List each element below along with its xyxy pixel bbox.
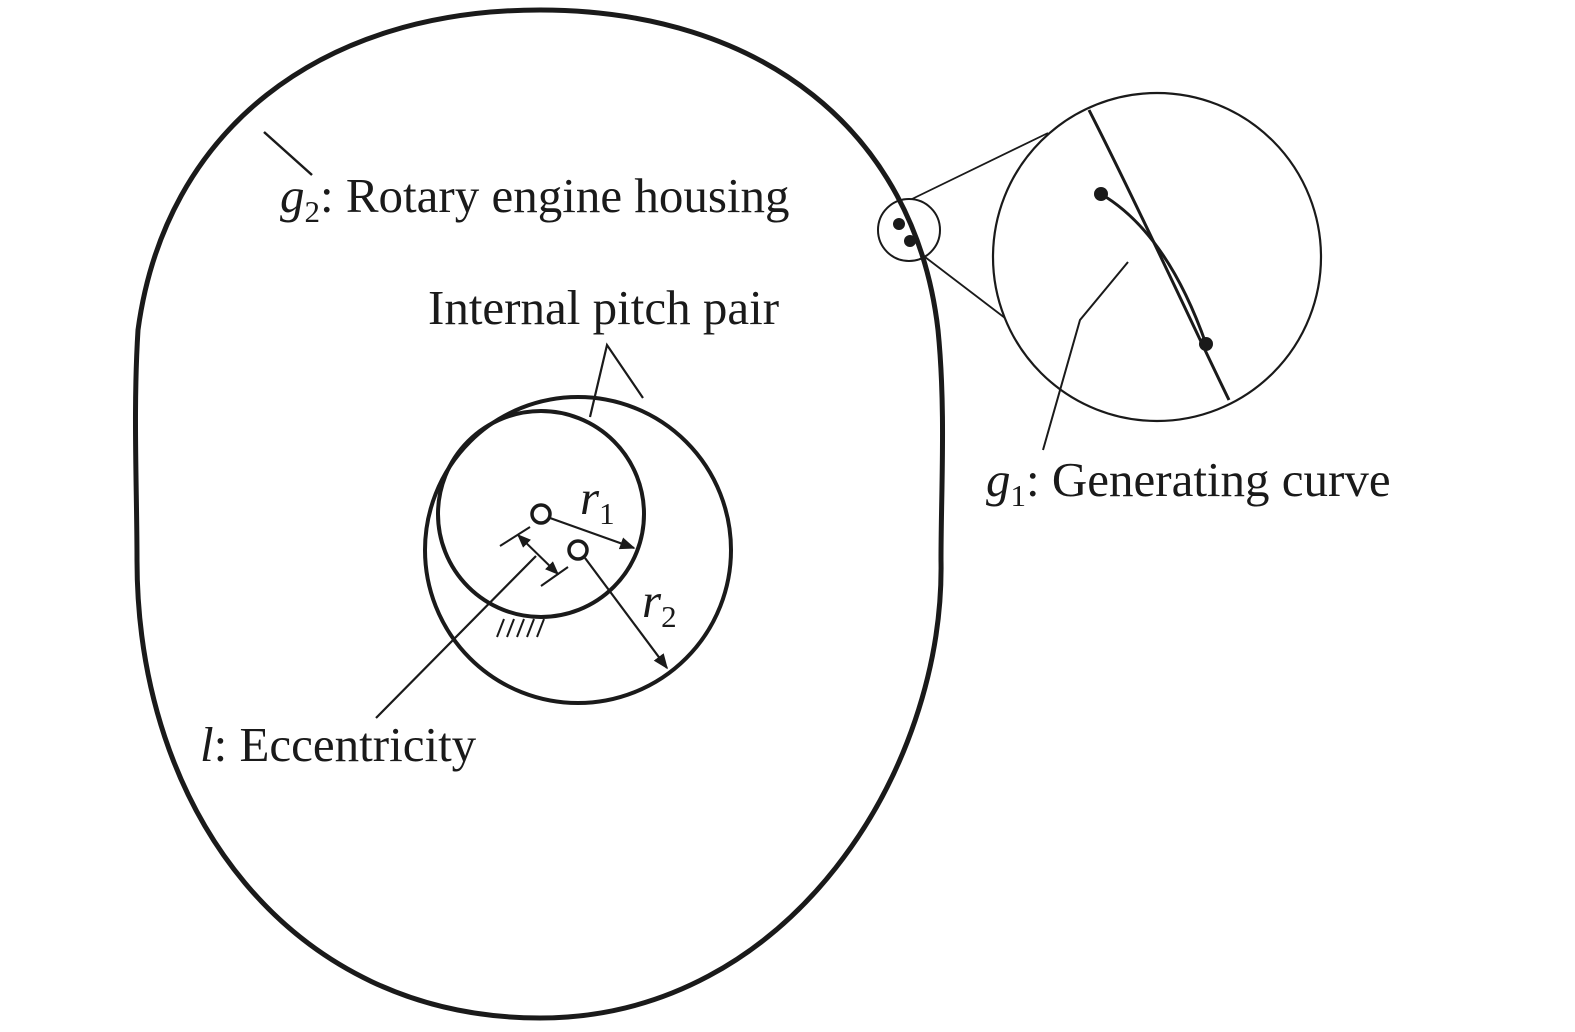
radius-r2-arrow xyxy=(584,557,668,670)
eccentricity-leader-line xyxy=(375,555,537,719)
housing-label: g2: Rotary engine housing xyxy=(280,168,790,229)
magnified-view-circle xyxy=(991,91,1323,423)
r1-label: r1 xyxy=(580,470,615,531)
eccentricity-label: l: Eccentricity xyxy=(200,717,477,772)
zoom-connector-bottom xyxy=(924,256,1006,319)
center-small-circle xyxy=(530,503,552,525)
pitch-pair-leader-line xyxy=(588,342,644,418)
zoom-source-circle xyxy=(877,198,941,262)
housing-outline xyxy=(132,7,946,1021)
pitch-circle-large xyxy=(423,395,733,705)
housing-point-b xyxy=(904,235,916,247)
ground-hatch xyxy=(496,618,545,638)
zoom-connector-top xyxy=(911,132,1049,200)
housing-point-a xyxy=(893,218,905,230)
generating-curve-label: g1: Generating curve xyxy=(986,452,1391,513)
magnified-generating-curve xyxy=(1100,192,1208,345)
r2-label: r2 xyxy=(642,573,677,634)
generating-curve-end-point xyxy=(1199,337,1213,351)
generating-curve-start-point xyxy=(1094,187,1108,201)
eccentricity-extension-a xyxy=(499,526,531,547)
radius-r1-arrow xyxy=(549,516,636,550)
eccentricity-dimension-arrow xyxy=(516,534,560,575)
eccentricity-extension-b xyxy=(540,566,569,587)
magnified-housing-segment xyxy=(1087,109,1231,401)
pitch-circle-small xyxy=(436,409,646,619)
center-large-circle xyxy=(567,539,589,561)
housing-leader-line xyxy=(263,131,313,176)
generating-curve-leader-line xyxy=(1042,261,1129,451)
pitch-pair-label: Internal pitch pair xyxy=(428,280,779,335)
